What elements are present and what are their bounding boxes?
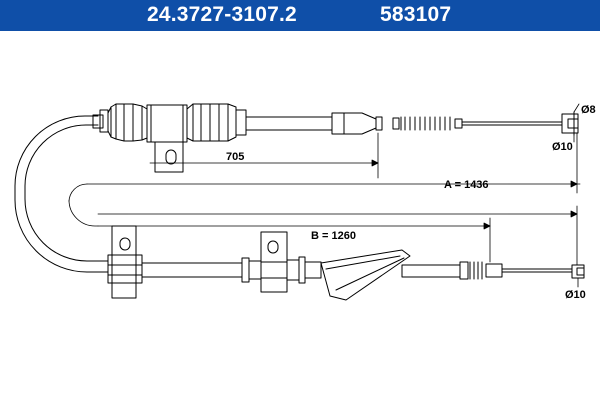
dimension-705: 705 — [226, 151, 244, 163]
top-pin-diameter: Ø8 — [581, 104, 596, 116]
dimension-b: B = 1260 — [311, 230, 356, 242]
top-fitting-diameter: Ø10 — [552, 141, 573, 153]
cable-drawing: 705 A = 1436 B = 1260 Ø8 Ø10 Ø10 — [14, 103, 596, 301]
cable-loop — [14, 115, 109, 273]
part-number: 24.3727-3107.2 — [147, 3, 297, 26]
bottom-fitting-diameter: Ø10 — [565, 289, 586, 301]
dimension-lines — [68, 103, 581, 288]
lower-cable-assembly — [107, 225, 585, 301]
reference-number: 583107 — [380, 3, 452, 26]
title-bar: 24.3727-3107.2 583107 — [0, 0, 600, 31]
upper-cable-assembly — [92, 103, 579, 173]
dimension-a: A = 1436 — [444, 179, 489, 191]
